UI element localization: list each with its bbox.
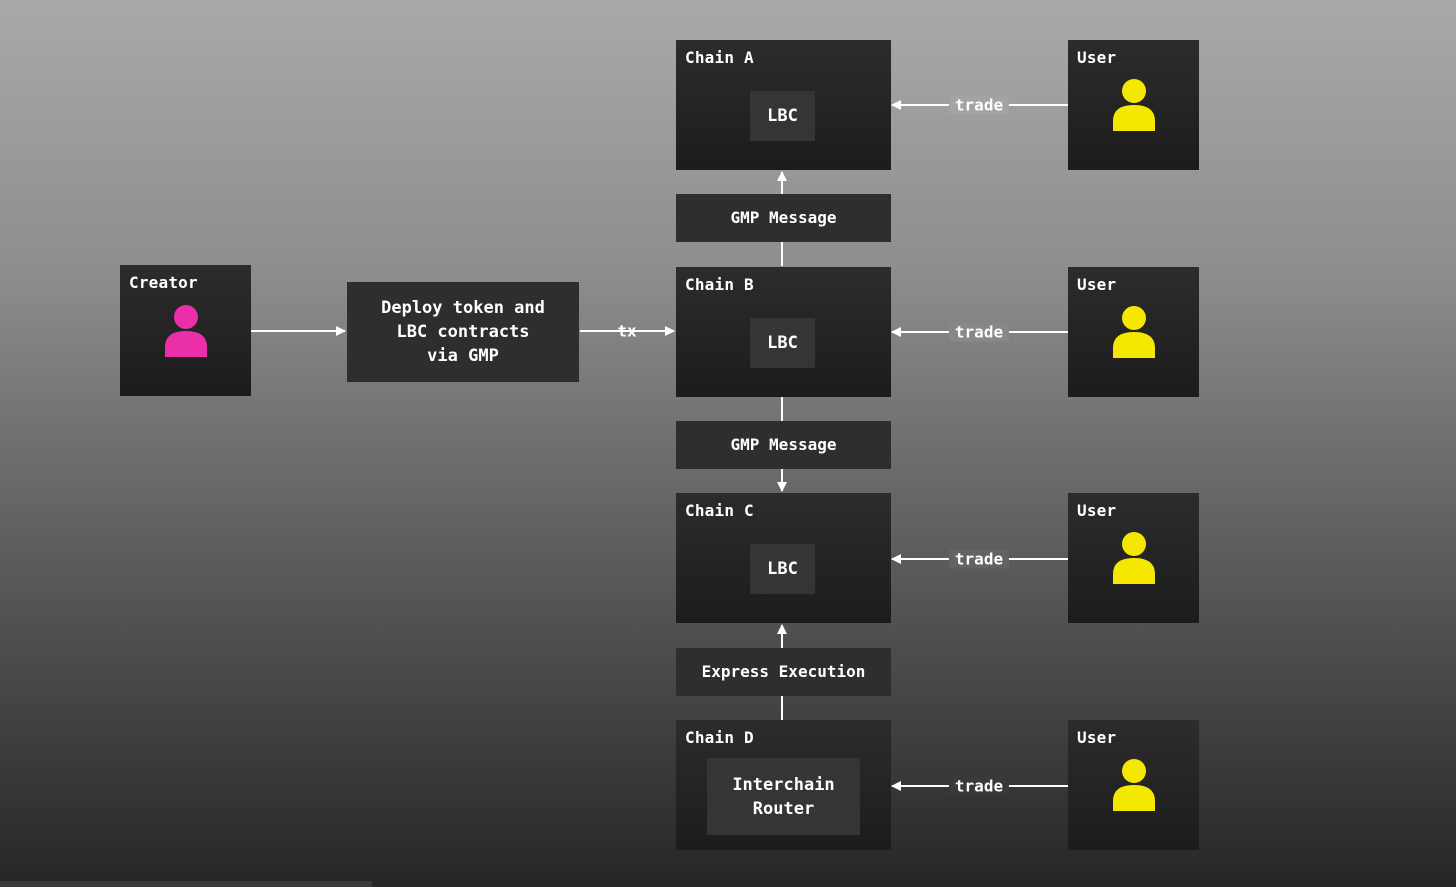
deploy-line-2: LBC contracts bbox=[396, 322, 530, 342]
chain-a-lbc: LBC bbox=[750, 91, 815, 141]
horizontal-scrollbar[interactable] bbox=[0, 881, 372, 887]
gmp-message-a-b: GMP Message bbox=[676, 194, 891, 242]
chain-b-title: Chain B bbox=[685, 275, 754, 294]
trade-label-a: trade bbox=[948, 95, 1010, 115]
trade-label-b: trade bbox=[948, 322, 1010, 342]
express-execution-label: Express Execution bbox=[676, 648, 891, 696]
interchain-router-line-2: Router bbox=[752, 798, 815, 819]
person-icon bbox=[165, 305, 207, 357]
interchain-router-line-1: Interchain bbox=[732, 774, 835, 795]
user-box-c: User bbox=[1068, 493, 1199, 623]
user-title: User bbox=[1077, 275, 1117, 294]
chain-b-box: Chain B LBC bbox=[676, 267, 891, 397]
chain-a-title: Chain A bbox=[685, 48, 754, 67]
chain-c-title: Chain C bbox=[685, 501, 754, 520]
chain-d-box: Chain D Interchain Router bbox=[676, 720, 891, 850]
person-icon bbox=[1113, 306, 1155, 358]
deploy-line-1: Deploy token and bbox=[381, 298, 545, 318]
trade-label-c: trade bbox=[948, 549, 1010, 569]
user-box-d: User bbox=[1068, 720, 1199, 850]
trade-label-d: trade bbox=[948, 776, 1010, 796]
person-icon bbox=[1113, 759, 1155, 811]
gmp-message-b-c: GMP Message bbox=[676, 421, 891, 469]
person-icon bbox=[1113, 532, 1155, 584]
chain-c-box: Chain C LBC bbox=[676, 493, 891, 623]
chain-b-lbc: LBC bbox=[750, 318, 815, 368]
user-box-b: User bbox=[1068, 267, 1199, 397]
creator-title: Creator bbox=[129, 273, 198, 292]
chain-d-title: Chain D bbox=[685, 728, 754, 747]
user-title: User bbox=[1077, 48, 1117, 67]
deploy-contracts-box: Deploy token and LBC contracts via GMP bbox=[347, 282, 579, 382]
interchain-router: Interchain Router bbox=[707, 758, 860, 835]
user-title: User bbox=[1077, 728, 1117, 747]
tx-label: tx bbox=[617, 321, 637, 341]
chain-c-lbc: LBC bbox=[750, 544, 815, 594]
person-icon bbox=[1113, 79, 1155, 131]
deploy-line-3: via GMP bbox=[427, 346, 499, 366]
user-title: User bbox=[1077, 501, 1117, 520]
user-box-a: User bbox=[1068, 40, 1199, 170]
chain-a-box: Chain A LBC bbox=[676, 40, 891, 170]
creator-box: Creator bbox=[120, 265, 251, 396]
